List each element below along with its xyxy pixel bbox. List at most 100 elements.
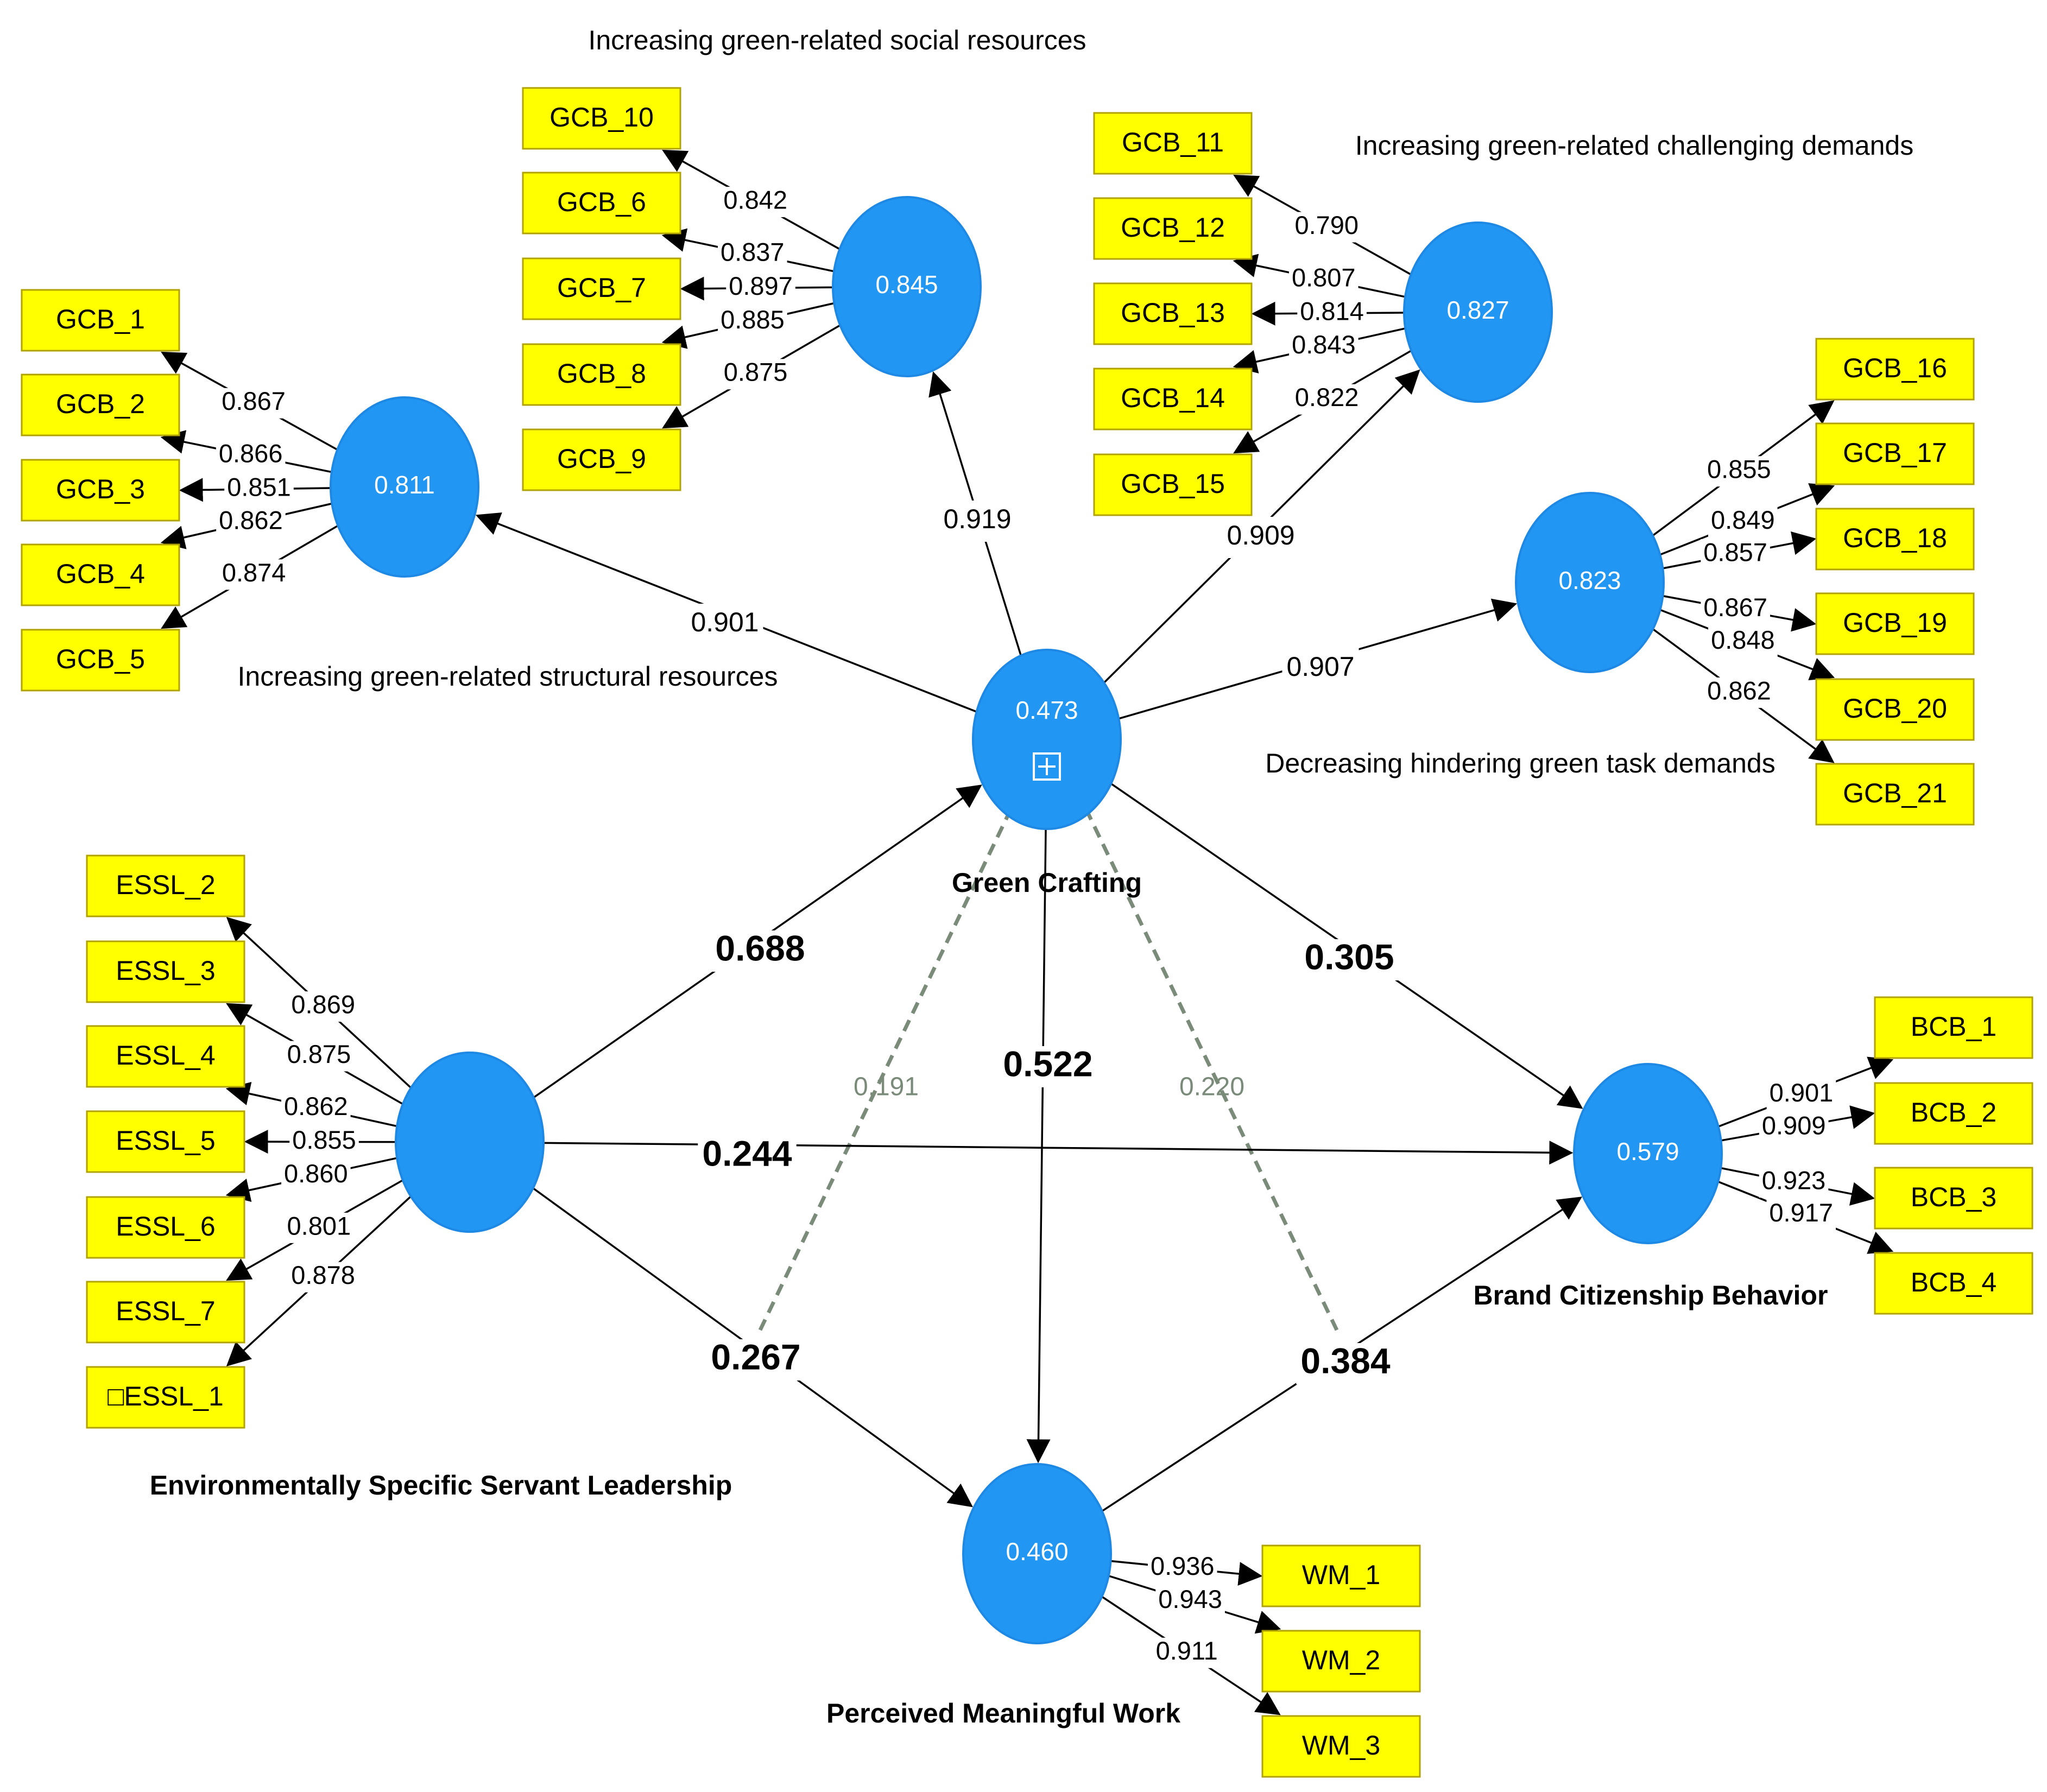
path-arrow-essl-bcb xyxy=(543,1141,1574,1165)
construct-title: Decreasing hindering green task demands xyxy=(1265,748,1775,778)
interaction-coefficient: 0.220 xyxy=(1179,1073,1244,1101)
loading-background xyxy=(288,1262,358,1293)
indicator-box-gcb-8[interactable] xyxy=(522,343,681,406)
construct-increasing-green-related-challenging-demands[interactable] xyxy=(1403,221,1553,403)
construct-increasing-green-related-social-resources[interactable] xyxy=(832,196,982,377)
indicator-box-essl-1[interactable] xyxy=(86,1366,245,1429)
indicator-label: WM_2 xyxy=(1302,1645,1380,1675)
indicator-box-gcb-15[interactable] xyxy=(1093,453,1253,516)
loading-value: 0.936 xyxy=(1151,1552,1215,1580)
indicator-box-gcb-5[interactable] xyxy=(21,629,180,692)
construct-title: Environmentally Specific Servant Leaders… xyxy=(150,1470,732,1500)
indicator-box-gcb-1[interactable] xyxy=(21,289,180,352)
indicator-label: BCB_3 xyxy=(1911,1182,1997,1212)
indicator-box-gcb-21[interactable] xyxy=(1815,763,1975,826)
indicator-box-bcb-3[interactable] xyxy=(1874,1167,2033,1230)
construct-brand-citizenship-behavior[interactable] xyxy=(1573,1063,1723,1244)
indicator-box-bcb-1[interactable] xyxy=(1874,996,2033,1059)
indicator-label: GCB_17 xyxy=(1843,438,1947,468)
indicator-box-essl-3[interactable] xyxy=(86,940,245,1003)
indicator-label: GCB_20 xyxy=(1843,693,1947,724)
indicator-box-gcb-13[interactable] xyxy=(1093,282,1253,345)
indicator-boxes: GCB_1GCB_2GCB_3GCB_4GCB_5GCB_10GCB_6GCB_… xyxy=(21,87,2033,1778)
indicator-label: ESSL_6 xyxy=(116,1211,215,1242)
coefficient-background xyxy=(939,501,1016,542)
loading-background xyxy=(718,306,787,337)
indicator-box-essl-2[interactable] xyxy=(86,854,245,917)
indicator-box-gcb-11[interactable] xyxy=(1093,112,1253,175)
indicator-box-wm-3[interactable] xyxy=(1261,1715,1421,1778)
indicator-box-gcb-7[interactable] xyxy=(522,257,681,320)
coefficient-background xyxy=(1296,1343,1395,1384)
interaction-coefficient: 0.191 xyxy=(854,1073,919,1101)
loading-background xyxy=(1759,1167,1829,1198)
indicator-box-essl-5[interactable] xyxy=(86,1110,245,1173)
loading-value: 0.867 xyxy=(1703,593,1767,622)
indicator-box-essl-4[interactable] xyxy=(86,1025,245,1088)
loading-background xyxy=(216,440,286,471)
path-coefficient: 0.907 xyxy=(1286,651,1354,682)
loading-value: 0.897 xyxy=(729,271,793,300)
indicator-label: BCB_2 xyxy=(1911,1097,1997,1128)
indicator-label: GCB_18 xyxy=(1843,523,1947,553)
indicator-box-essl-7[interactable] xyxy=(86,1281,245,1344)
path-coefficient: 0.919 xyxy=(943,504,1011,534)
indicator-box-bcb-2[interactable] xyxy=(1874,1082,2033,1145)
loading-value: 0.869 xyxy=(291,990,355,1019)
loading-value: 0.814 xyxy=(1300,296,1364,325)
indicator-label: GCB_9 xyxy=(557,444,646,474)
indicator-box-gcb-4[interactable] xyxy=(21,543,180,606)
indicator-box-gcb-6[interactable] xyxy=(522,172,681,235)
indicator-label: ESSL_3 xyxy=(116,955,215,986)
indicator-label: GCB_16 xyxy=(1843,353,1947,383)
indicator-box-wm-2[interactable] xyxy=(1261,1630,1421,1693)
indicator-box-essl-6[interactable] xyxy=(86,1196,245,1259)
construct-decreasing-hindering-green-task-demands[interactable] xyxy=(1515,492,1665,673)
loading-background xyxy=(1701,594,1770,625)
loading-value: 0.885 xyxy=(721,305,785,334)
loading-value: 0.843 xyxy=(1292,330,1356,359)
loading-background xyxy=(1708,626,1778,657)
loading-background xyxy=(219,388,288,419)
indicator-box-gcb-2[interactable] xyxy=(21,373,180,436)
r-squared-value: 0.811 xyxy=(374,471,435,499)
indicator-box-gcb-17[interactable] xyxy=(1815,422,1975,485)
indicator-box-gcb-14[interactable] xyxy=(1093,368,1253,430)
loading-value: 0.822 xyxy=(1295,383,1359,411)
construct-green-crafting[interactable] xyxy=(972,649,1122,830)
path-coefficient: 0.688 xyxy=(715,928,805,968)
indicator-box-bcb-4[interactable] xyxy=(1874,1252,2033,1315)
construct-perceived-meaningful-work[interactable] xyxy=(962,1463,1112,1644)
loading-value: 0.862 xyxy=(1707,676,1771,705)
indicator-label: GCB_4 xyxy=(56,559,145,589)
indicator-label: ESSL_4 xyxy=(116,1040,215,1071)
indicator-box-gcb-16[interactable] xyxy=(1815,338,1975,401)
indicator-label: ESSL_7 xyxy=(116,1296,215,1326)
indicator-box-gcb-12[interactable] xyxy=(1093,197,1253,260)
indicator-label: ESSL_2 xyxy=(116,870,215,900)
path-coefficient: 0.267 xyxy=(711,1337,800,1377)
indicator-label: GCB_13 xyxy=(1121,297,1225,328)
loading-value: 0.860 xyxy=(284,1159,348,1188)
loading-value: 0.807 xyxy=(1292,263,1356,292)
indicator-box-gcb-9[interactable] xyxy=(522,428,681,491)
loading-value: 0.875 xyxy=(724,358,788,387)
construct-environmentally-specific-servant-leadership[interactable] xyxy=(395,1052,545,1233)
indicator-label: GCB_1 xyxy=(56,304,145,334)
construct-increasing-green-related-structural-resources[interactable] xyxy=(330,396,479,578)
loading-background xyxy=(1766,1079,1836,1110)
path-arrow-gc-pmw xyxy=(1026,828,1051,1464)
indicator-box-gcb-20[interactable] xyxy=(1815,678,1975,741)
r-squared-value: 0.460 xyxy=(1006,1537,1068,1566)
indicator-box-gcb-3[interactable] xyxy=(21,459,180,522)
indicator-label: WM_3 xyxy=(1302,1730,1380,1761)
indicator-box-wm-1[interactable] xyxy=(1261,1544,1421,1607)
loading-background xyxy=(1147,1553,1217,1584)
indicator-box-gcb-18[interactable] xyxy=(1815,508,1975,571)
loading-background xyxy=(717,239,787,270)
indicator-box-gcb-19[interactable] xyxy=(1815,592,1975,655)
coefficient-background xyxy=(698,1136,797,1177)
indicator-box-gcb-10[interactable] xyxy=(522,87,681,150)
plus-box-icon[interactable] xyxy=(1033,752,1061,781)
